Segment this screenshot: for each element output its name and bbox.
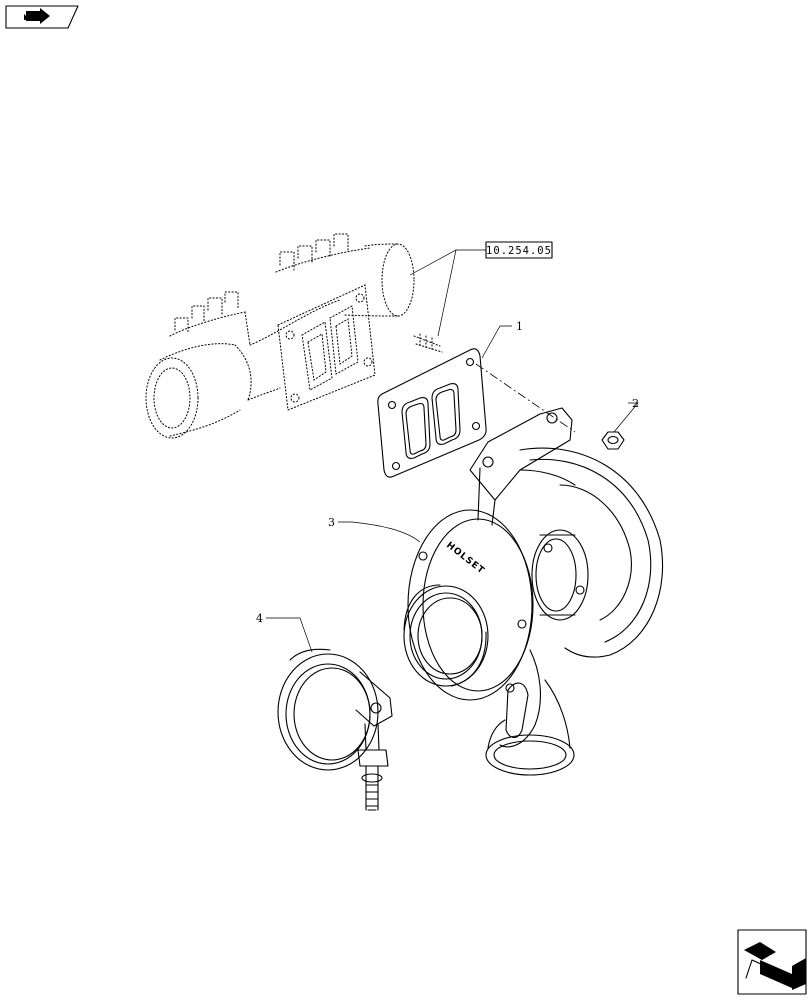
callout-3-label: 3 bbox=[328, 516, 335, 529]
callout-2[interactable]: 2 bbox=[613, 397, 639, 433]
reference-label: 10.254.05 bbox=[486, 245, 552, 257]
exhaust-manifold bbox=[145, 233, 415, 439]
reference-box[interactable]: 10.254.05 bbox=[409, 241, 553, 337]
turbo-brand: HOLSET bbox=[444, 540, 486, 576]
prev-page-arrow-icon[interactable] bbox=[5, 5, 79, 29]
gasket bbox=[377, 348, 487, 478]
mounting-stud bbox=[413, 333, 443, 353]
next-page-arrow-icon[interactable] bbox=[737, 929, 807, 995]
turbocharger: HOLSET bbox=[403, 407, 664, 776]
callout-1-label: 1 bbox=[516, 320, 523, 333]
nut bbox=[601, 431, 625, 450]
v-band-clamp bbox=[277, 648, 393, 811]
callout-2-label: 2 bbox=[632, 397, 639, 410]
callout-4-label: 4 bbox=[256, 612, 263, 625]
alignment-line bbox=[475, 363, 576, 433]
callout-3[interactable]: 3 bbox=[328, 516, 421, 543]
callout-1[interactable]: 1 bbox=[481, 320, 523, 359]
callout-4[interactable]: 4 bbox=[256, 612, 313, 653]
